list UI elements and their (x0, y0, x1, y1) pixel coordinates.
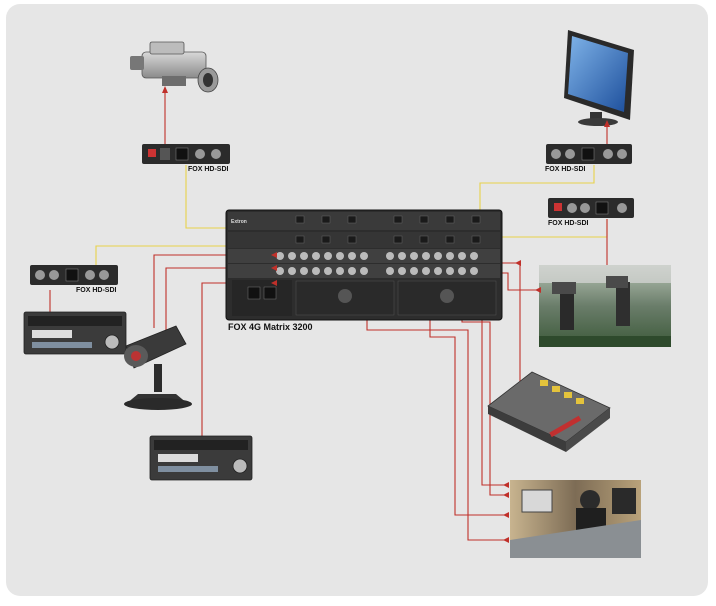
fox-label-sports: FOX HD-SDI (548, 220, 589, 227)
sports-broadcast-photo (539, 265, 671, 347)
vtr-left (23, 311, 127, 355)
matrix-brand-label: Extron (231, 219, 247, 225)
studio-camera (124, 325, 192, 410)
matrix-name-label: FOX 4G Matrix 3200 (228, 322, 313, 332)
fox-label-camcorder: FOX HD-SDI (188, 166, 229, 173)
fox-converter-sports (548, 198, 634, 218)
editing-suite-photo (510, 480, 641, 558)
cable-connectors (162, 86, 610, 543)
matrix-ports (276, 252, 478, 275)
matrix-fiber-ports (295, 215, 481, 244)
fox-label-monitor: FOX HD-SDI (545, 166, 586, 173)
fox-converter-monitor (546, 144, 632, 164)
camcorder (130, 41, 219, 93)
audio-mixer (487, 371, 611, 452)
vtr-bottom (149, 435, 253, 481)
monitor (564, 30, 634, 126)
fox-label-vtr: FOX HD-SDI (76, 287, 117, 294)
fox-converter-camcorder (142, 144, 230, 164)
fox-4g-matrix-3200 (225, 209, 503, 321)
fox-converter-vtr (30, 265, 118, 285)
